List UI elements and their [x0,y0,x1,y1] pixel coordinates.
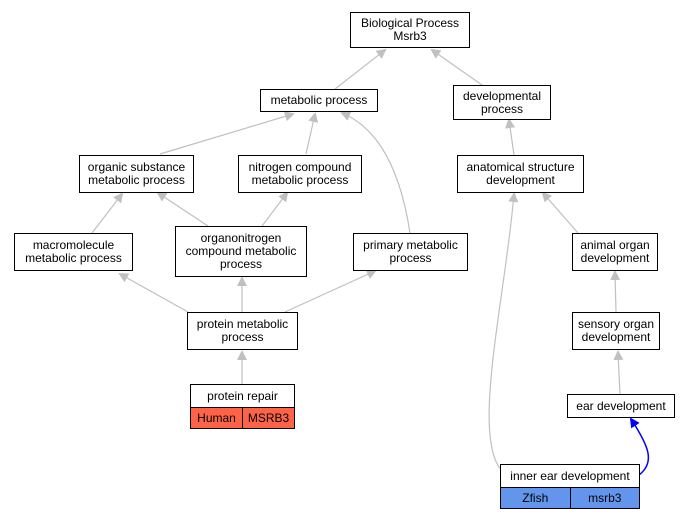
node-label-line: Msrb3 [393,29,427,43]
node-primary-metabolic-process[interactable]: primary metabolic process [353,233,468,271]
edge-protein-to-macromolecule [118,273,189,313]
species-cell: Zfish [522,490,549,505]
node-sensory-organ-development[interactable]: sensory organ development [572,312,660,350]
node-inner-ear-development[interactable]: inner ear development Zfish msrb3 [500,464,640,509]
node-label-line: development [581,330,651,344]
edge-macromolecule-to-organic [91,192,124,234]
node-macromolecule-metabolic-process[interactable]: macromolecule metabolic process [14,233,133,271]
edge-developmental-to-root [430,48,483,86]
species-cell: Human [197,410,236,425]
node-label-line: process [219,257,263,271]
node-organonitrogen-compound-metabolic-process[interactable]: organonitrogen compound metabolic proces… [175,226,307,277]
node-label-line: metabolic process [25,251,122,265]
node-title: inner ear development [510,468,630,483]
node-animal-organ-development[interactable]: animal organ development [572,233,658,271]
gene-cell: MSRB3 [242,408,294,428]
edge-primary-to-metabolic [340,111,411,234]
node-title: protein repair [207,388,278,403]
node-metabolic-process[interactable]: metabolic process [260,89,378,112]
node-label-line: Biological Process [360,16,460,30]
node-label-line: metabolic process [251,173,349,187]
node-label-line: development [580,251,650,265]
node-label-line: animal organ [580,238,650,252]
edge-sensory-to-animal [610,270,621,313]
node-nitrogen-compound-metabolic-process[interactable]: nitrogen compound metabolic process [238,155,362,193]
edge-organonitrogen-to-organic [156,191,209,227]
edge-nitrogen-to-metabolic [305,112,319,155]
edge-inner-ear-to-ear-highlight [629,417,650,476]
edge-anatomical-to-developmental [505,118,516,156]
edge-inner-ear-to-anatomical [488,192,519,473]
node-label-line: process [389,251,432,265]
node-label-line: metabolic process [88,173,185,187]
node-label-line: organonitrogen [200,231,282,245]
node-label-line: nitrogen compound [248,160,352,174]
node-label-line: metabolic process [270,93,368,107]
node-ear-development[interactable]: ear development [567,394,675,418]
node-label-line: compound metabolic [185,244,297,258]
node-label-line: sensory organ [577,317,655,331]
node-biological-process-root[interactable]: Biological Process Msrb3 [350,12,470,48]
edge-metabolic-to-root [334,48,387,90]
node-label-line: anatomical structure [466,160,575,174]
annotation-row-zfish: Zfish msrb3 [501,487,639,508]
node-developmental-process[interactable]: developmental process [453,85,551,120]
node-label-line: organic substance [87,160,186,174]
node-label-line: protein metabolic [196,317,289,331]
node-protein-repair[interactable]: protein repair Human MSRB3 [190,384,295,429]
node-label-line: developmental [462,88,542,103]
node-organic-substance-metabolic-process[interactable]: organic substance metabolic process [79,155,194,193]
node-label-line: process [480,101,524,116]
node-label-line: primary metabolic [363,238,458,252]
gene-cell: msrb3 [569,488,640,508]
edge-protein-to-primary [284,269,377,313]
edge-animal-to-anatomical [541,191,579,234]
edge-ear-to-sensory [613,350,624,395]
edge-organonitrogen-to-nitrogen [261,191,289,227]
node-label-line: macromolecule [32,238,115,252]
node-label-line: ear development [576,398,666,413]
node-label-line: development [486,173,555,187]
node-label-line: process [221,330,264,344]
node-anatomical-structure-development[interactable]: anatomical structure development [457,155,584,193]
edge-organic-to-metabolic [159,111,295,155]
node-protein-metabolic-process[interactable]: protein metabolic process [187,312,298,350]
annotation-row-human: Human MSRB3 [191,407,294,428]
